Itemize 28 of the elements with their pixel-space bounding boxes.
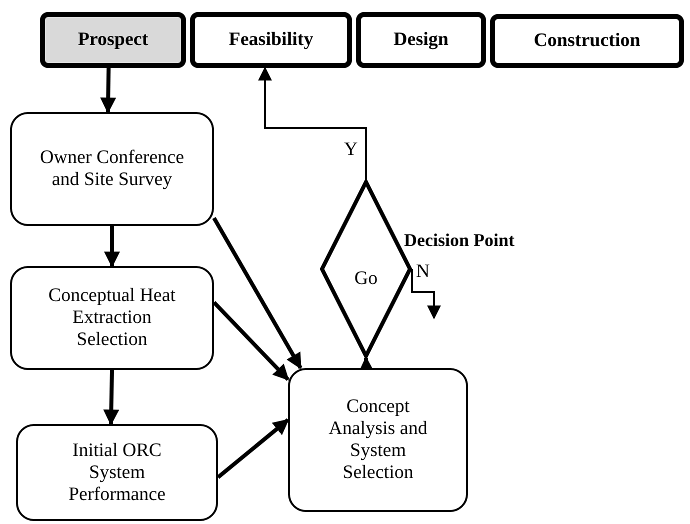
step-text: Conceptual Heat Extraction Selection	[47, 285, 177, 351]
edge-label: N	[415, 262, 431, 281]
process-box	[288, 368, 468, 512]
edge-label: Y	[343, 140, 359, 159]
phase-box	[40, 12, 186, 68]
arrow	[100, 68, 116, 114]
arrow	[258, 66, 367, 180]
step-text: Initial ORC System Performance	[67, 440, 167, 506]
step-text: Concept Analysis and System Selection	[328, 396, 428, 484]
phase-label: Construction	[534, 29, 640, 53]
arrow	[212, 217, 302, 370]
arrow	[216, 418, 290, 479]
arrow	[103, 370, 120, 426]
decision-label: Go	[354, 268, 378, 290]
process-box	[16, 424, 218, 521]
phase-box	[356, 12, 486, 68]
phase-box	[490, 14, 684, 68]
phase-label: Feasibility	[228, 28, 314, 52]
arrow	[104, 226, 120, 268]
phase-label: Design	[394, 28, 448, 52]
process-box	[10, 266, 214, 370]
phase-box	[190, 12, 352, 68]
step-text: Owner Conference and Site Survey	[40, 147, 184, 191]
arrow	[212, 301, 290, 381]
decision-caption: Decision Point	[404, 231, 514, 249]
arrow	[411, 269, 441, 320]
process-box	[10, 112, 214, 226]
phase-label: Prospect	[78, 28, 148, 52]
